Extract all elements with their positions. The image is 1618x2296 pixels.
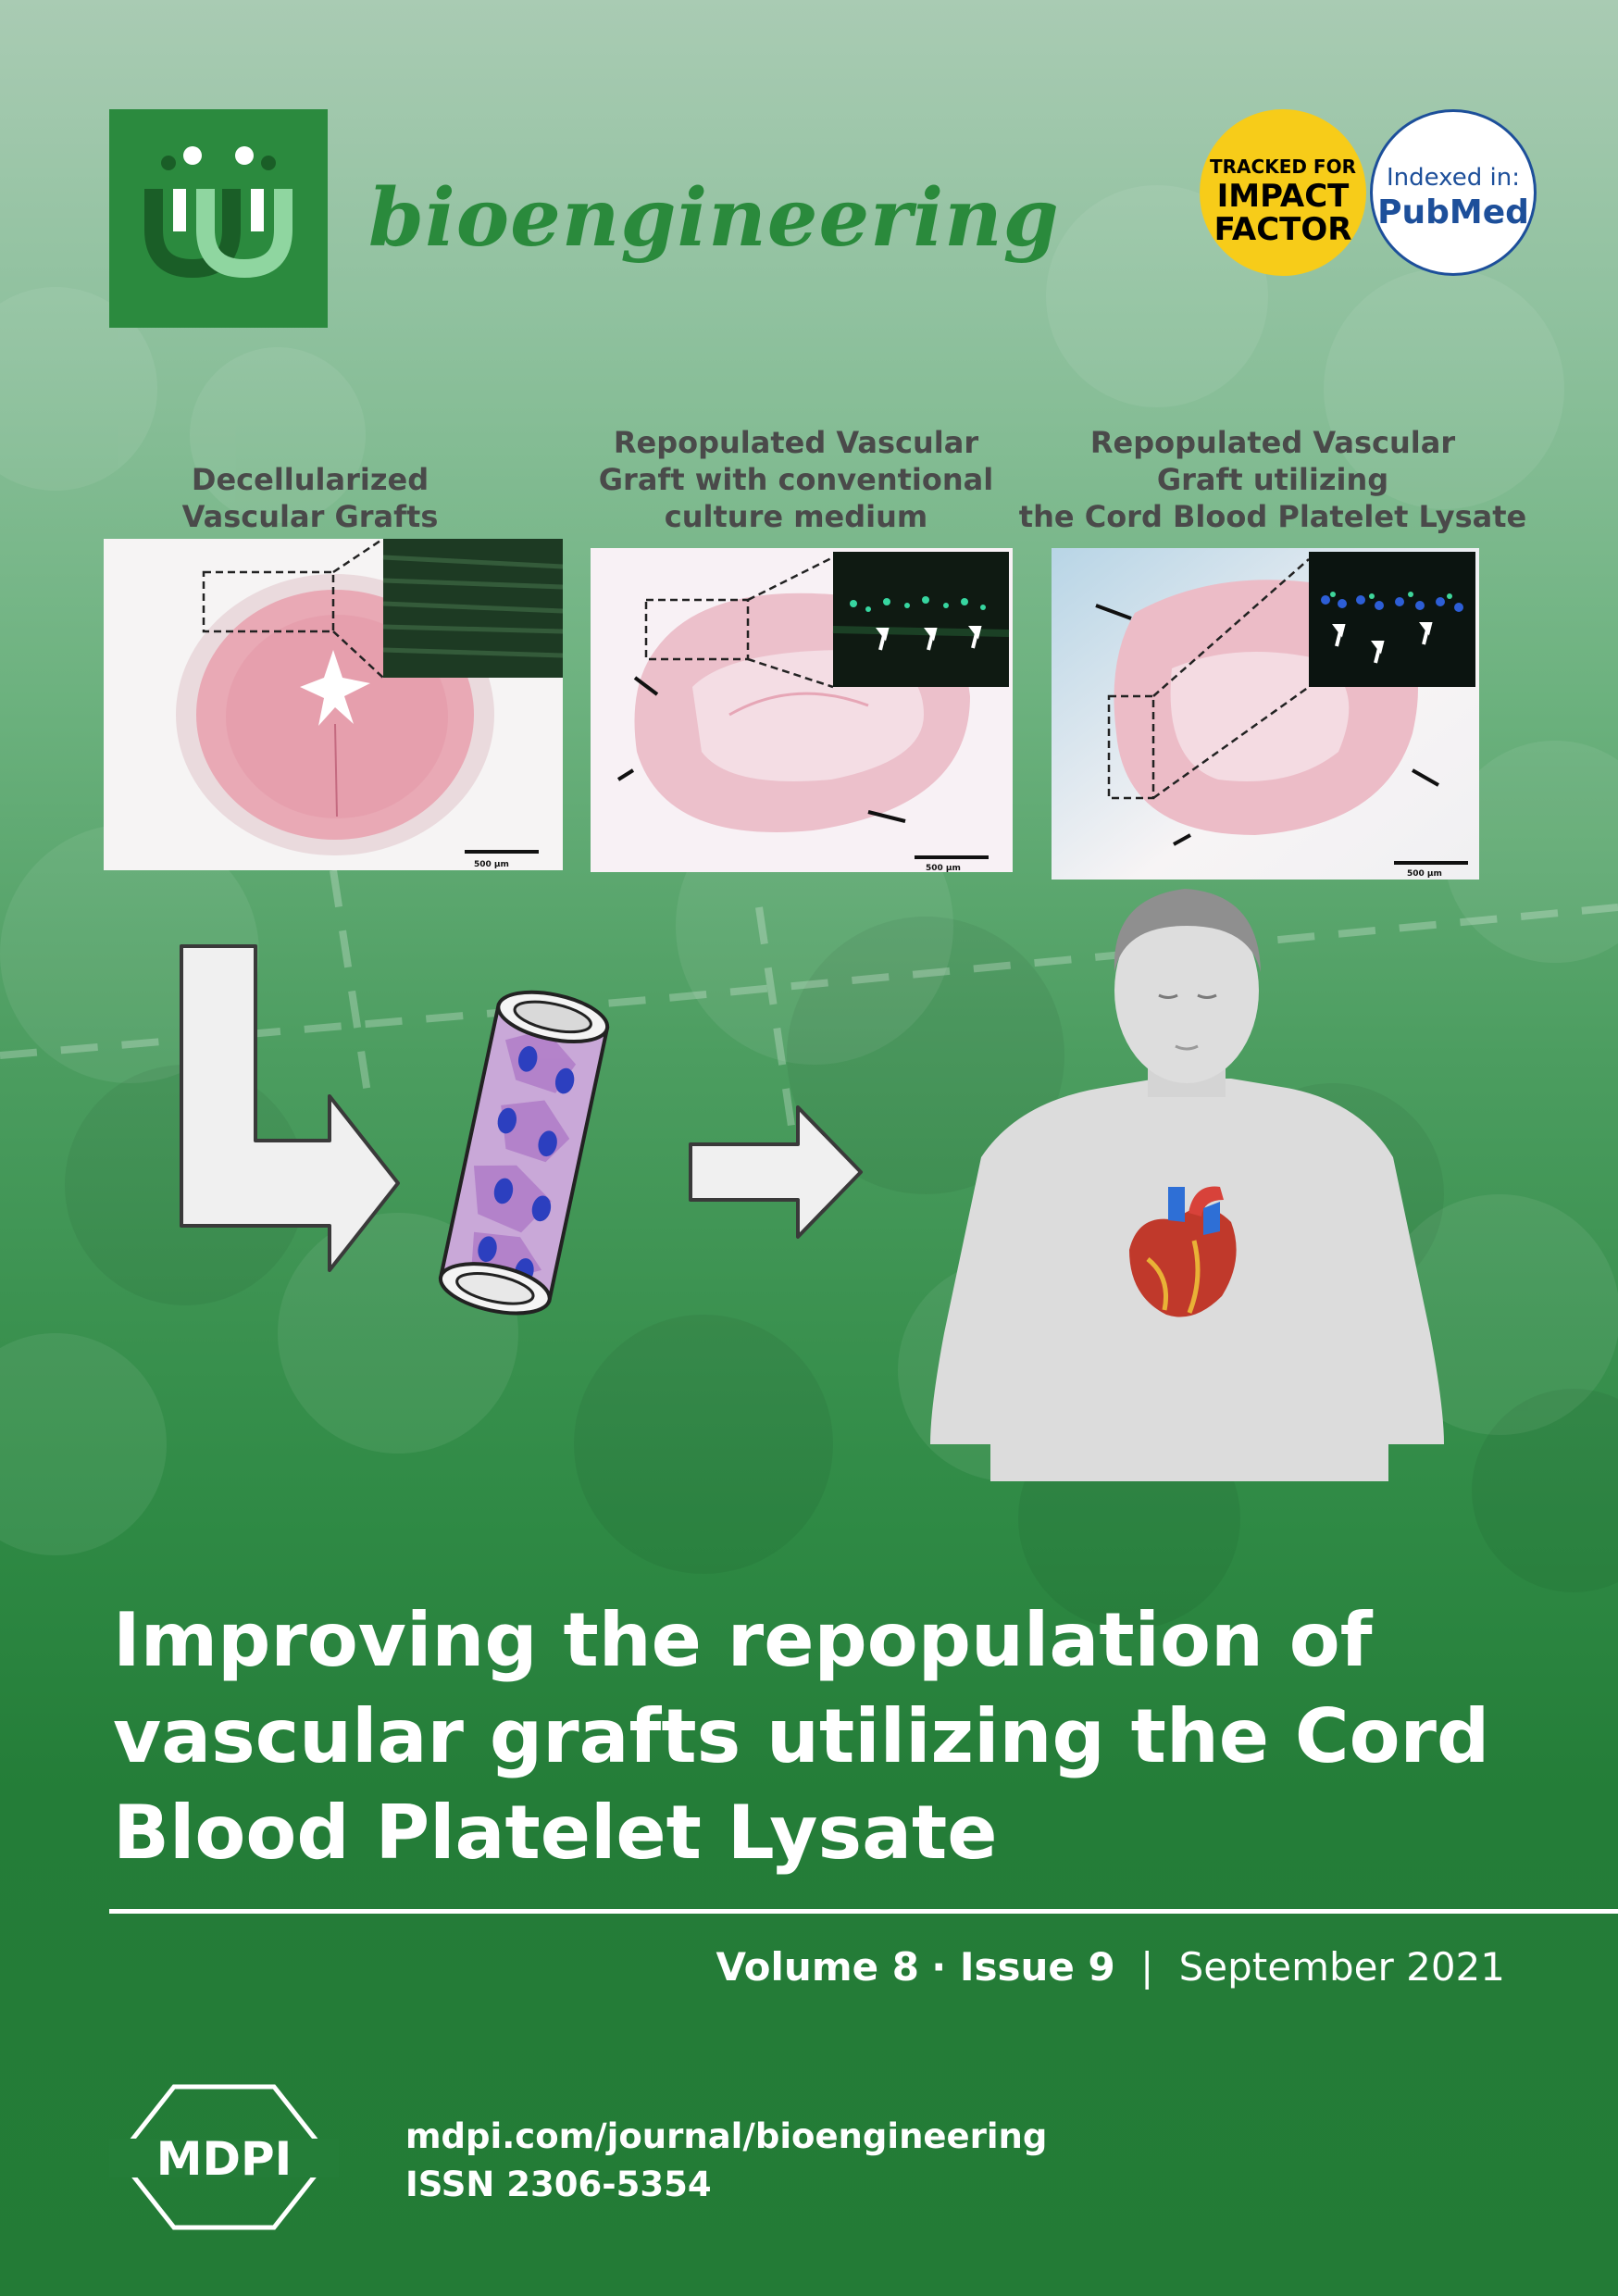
footer-info: mdpi.com/journal/bioengineering ISSN 230… (405, 2113, 1047, 2209)
issue-label: Issue 9 (959, 1944, 1115, 1990)
histology-panel-1: 500 μm (104, 539, 563, 870)
panel-3-caption-line: Graft utilizing (1156, 462, 1389, 497)
mdpi-logo: MDPI (109, 2084, 339, 2230)
impact-badge-line3: FACTOR (1214, 211, 1352, 248)
cover-title: Improving the repopulation of vascular g… (113, 1592, 1501, 1881)
journal-logo (109, 109, 328, 328)
panel-3-caption-line: the Cord Blood Platelet Lysate (1018, 499, 1527, 534)
journal-url[interactable]: mdpi.com/journal/bioengineering (405, 2116, 1048, 2156)
divider-rule (109, 1909, 1618, 1914)
issn-label: ISSN 2306-5354 (405, 2165, 712, 2204)
impact-badge-line2: IMPACT (1216, 178, 1350, 215)
panel-2-scale-label: 500 μm (926, 864, 961, 872)
cover-title-line: vascular grafts utilizing the Cord (113, 1693, 1490, 1779)
issue-separator: | (1140, 1944, 1154, 1990)
right-arrow-icon (689, 1105, 863, 1239)
issue-date: September 2021 (1178, 1944, 1505, 1990)
panel-2-caption-line: Graft with conventional (598, 462, 994, 497)
volume-label: Volume 8 (716, 1944, 919, 1990)
panel-2-caption-line: culture medium (664, 499, 928, 534)
histology-panel-2: 500 μm (591, 548, 1013, 872)
mdpi-logo-text: MDPI (156, 2132, 292, 2186)
pubmed-badge-line1: Indexed in: (1386, 164, 1520, 192)
cover-title-line: Improving the repopulation of (113, 1597, 1373, 1683)
impact-factor-badge: TRACKED FOR IMPACT FACTOR (1200, 109, 1366, 276)
panel-2-caption: Repopulated Vascular Graft with conventi… (592, 424, 1000, 535)
l-shaped-arrow-icon (180, 944, 400, 1272)
pubmed-badge-line2: PubMed (1377, 193, 1529, 231)
histology-panel-3: 500 μm (1052, 548, 1479, 880)
issue-info: Volume 8 · Issue 9 | September 2021 (716, 1944, 1505, 1990)
process-illustration (180, 889, 1444, 1481)
impact-badge-line1: TRACKED FOR (1210, 156, 1356, 178)
panel-1-caption-line: Decellularized (191, 462, 429, 497)
heart-icon (1129, 1186, 1237, 1317)
pubmed-badge: Indexed in: PubMed (1370, 109, 1537, 276)
panel-3-caption: Repopulated Vascular Graft utilizing the… (1018, 424, 1527, 535)
journal-logo-icon (144, 146, 292, 279)
graft-scaffold-icon (438, 990, 610, 1316)
panel-3-caption-line: Repopulated Vascular (1089, 425, 1456, 460)
panel-3-scale-label: 500 μm (1407, 869, 1442, 879)
panel-1-caption-line: Vascular Grafts (181, 499, 439, 534)
human-figure-icon (930, 889, 1444, 1481)
panel-2-caption-line: Repopulated Vascular (613, 425, 979, 460)
panel-1-scale-label: 500 μm (474, 860, 509, 869)
cover-title-line: Blood Platelet Lysate (113, 1790, 998, 1876)
panel-1-caption: Decellularized Vascular Grafts (148, 461, 472, 535)
journal-name: bioengineering (368, 171, 1060, 265)
